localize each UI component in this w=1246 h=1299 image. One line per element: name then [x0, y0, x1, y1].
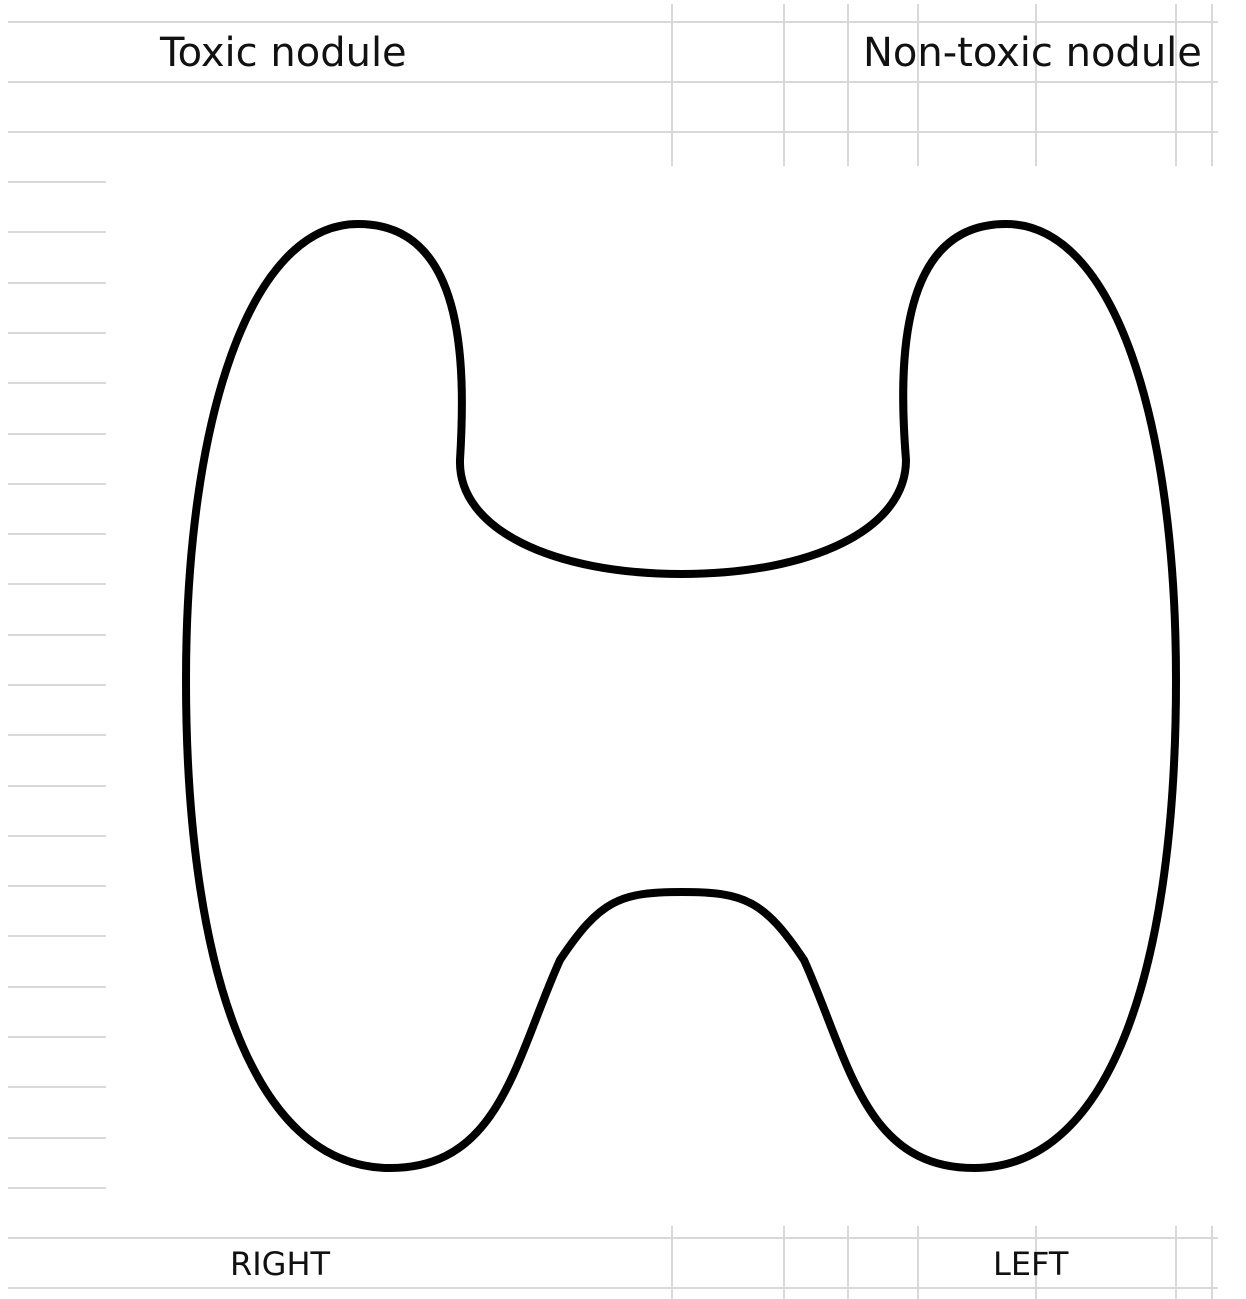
- toxic-nodule-heading: Toxic nodule: [160, 33, 407, 73]
- right-side-label: RIGHT: [230, 1248, 330, 1280]
- left-side-label: LEFT: [993, 1248, 1068, 1280]
- non-toxic-nodule-heading: Non-toxic nodule: [863, 33, 1202, 73]
- thyroid-outline: [186, 224, 1176, 1168]
